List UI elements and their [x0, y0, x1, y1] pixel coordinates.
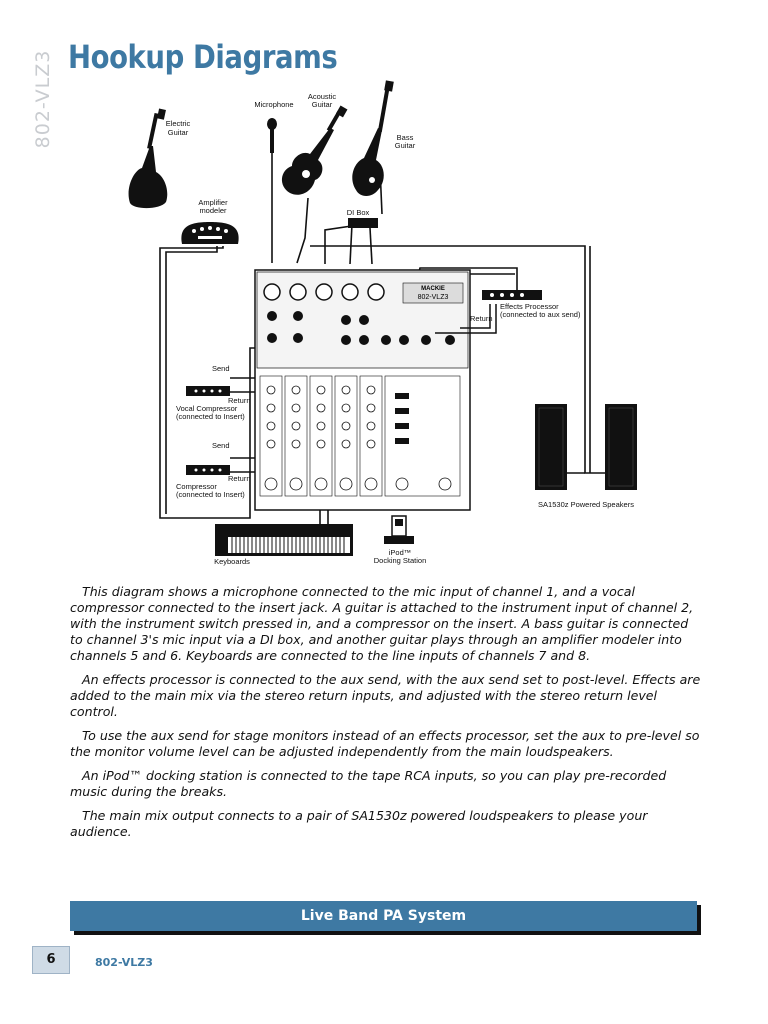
acoustic-guitar-icon [281, 105, 348, 195]
powered-speaker-left-icon [535, 404, 567, 490]
effects-return-label: Return [470, 314, 493, 323]
vocal-compressor-label-1: Vocal Compressor [176, 404, 238, 413]
paragraph: An iPod™ docking station is connected to… [70, 768, 667, 799]
di-box-icon [348, 218, 378, 228]
effects-processor-label-2: (connected to aux send) [500, 310, 581, 319]
amp-modeler-icon [181, 222, 239, 244]
compressor-label-2: (connected to Insert) [176, 490, 245, 499]
compressor-label-1: Compressor [176, 482, 217, 491]
mixer-icon: MACKIE 802-VLZ3 [254, 269, 471, 511]
compressor-icon [186, 465, 230, 475]
ipod-label-1: iPod™ [389, 548, 412, 557]
acoustic-guitar-label-2: Guitar [312, 100, 333, 109]
microphone-icon [267, 118, 277, 153]
electric-guitar-icon [128, 108, 168, 209]
di-box-label: DI Box [347, 208, 370, 217]
vocal-compressor-icon [186, 386, 230, 396]
amp-modeler-label-1: Amplifier [198, 198, 228, 207]
ipod-dock-icon [384, 515, 414, 544]
microphone-label: Microphone [254, 100, 293, 109]
paragraph: This diagram shows a microphone connecte… [70, 584, 694, 663]
keyboard-icon [215, 524, 353, 556]
return-label-1: Return [228, 396, 251, 405]
mixer-model: 802-VLZ3 [418, 294, 449, 301]
side-model-label: 802-VLZ3 [32, 49, 54, 149]
footer-model: 802-VLZ3 [95, 956, 153, 969]
section-banner: Live Band PA System [70, 901, 697, 931]
page-title: Hookup Diagrams [68, 38, 338, 76]
page-number: 6 [32, 946, 70, 974]
mixer-brand: MACKIE [421, 286, 445, 292]
paragraph: To use the aux send for stage monitors i… [70, 728, 700, 759]
acoustic-guitar-label-1: Acoustic [308, 92, 337, 101]
return-label-2: Return [228, 474, 251, 483]
ipod-label-2: Docking Station [374, 556, 427, 565]
paragraph: The main mix output connects to a pair o… [70, 808, 648, 839]
effects-processor-icon [482, 290, 542, 300]
paragraph: An effects processor is connected to the… [70, 672, 701, 719]
bass-guitar-icon [352, 80, 394, 196]
bass-guitar-label-2: Guitar [395, 141, 416, 150]
effects-processor-label-1: Effects Processor [500, 302, 559, 311]
send-label-1: Send [212, 364, 230, 373]
vocal-compressor-label-2: (connected to Insert) [176, 412, 245, 421]
keyboards-label: Keyboards [214, 557, 250, 566]
speakers-label: SA1530z Powered Speakers [538, 500, 634, 509]
bass-guitar-label-1: Bass [397, 133, 414, 142]
powered-speaker-right-icon [605, 404, 637, 490]
hookup-diagram: Electric Guitar Microphone Acoustic Guit… [128, 80, 637, 566]
amp-modeler-label-2: modeler [199, 206, 227, 215]
electric-guitar-label-1: Electric [166, 119, 191, 128]
electric-guitar-label-2: Guitar [168, 128, 189, 137]
body-text: This diagram shows a microphone connecte… [70, 584, 702, 848]
send-label-2: Send [212, 441, 230, 450]
